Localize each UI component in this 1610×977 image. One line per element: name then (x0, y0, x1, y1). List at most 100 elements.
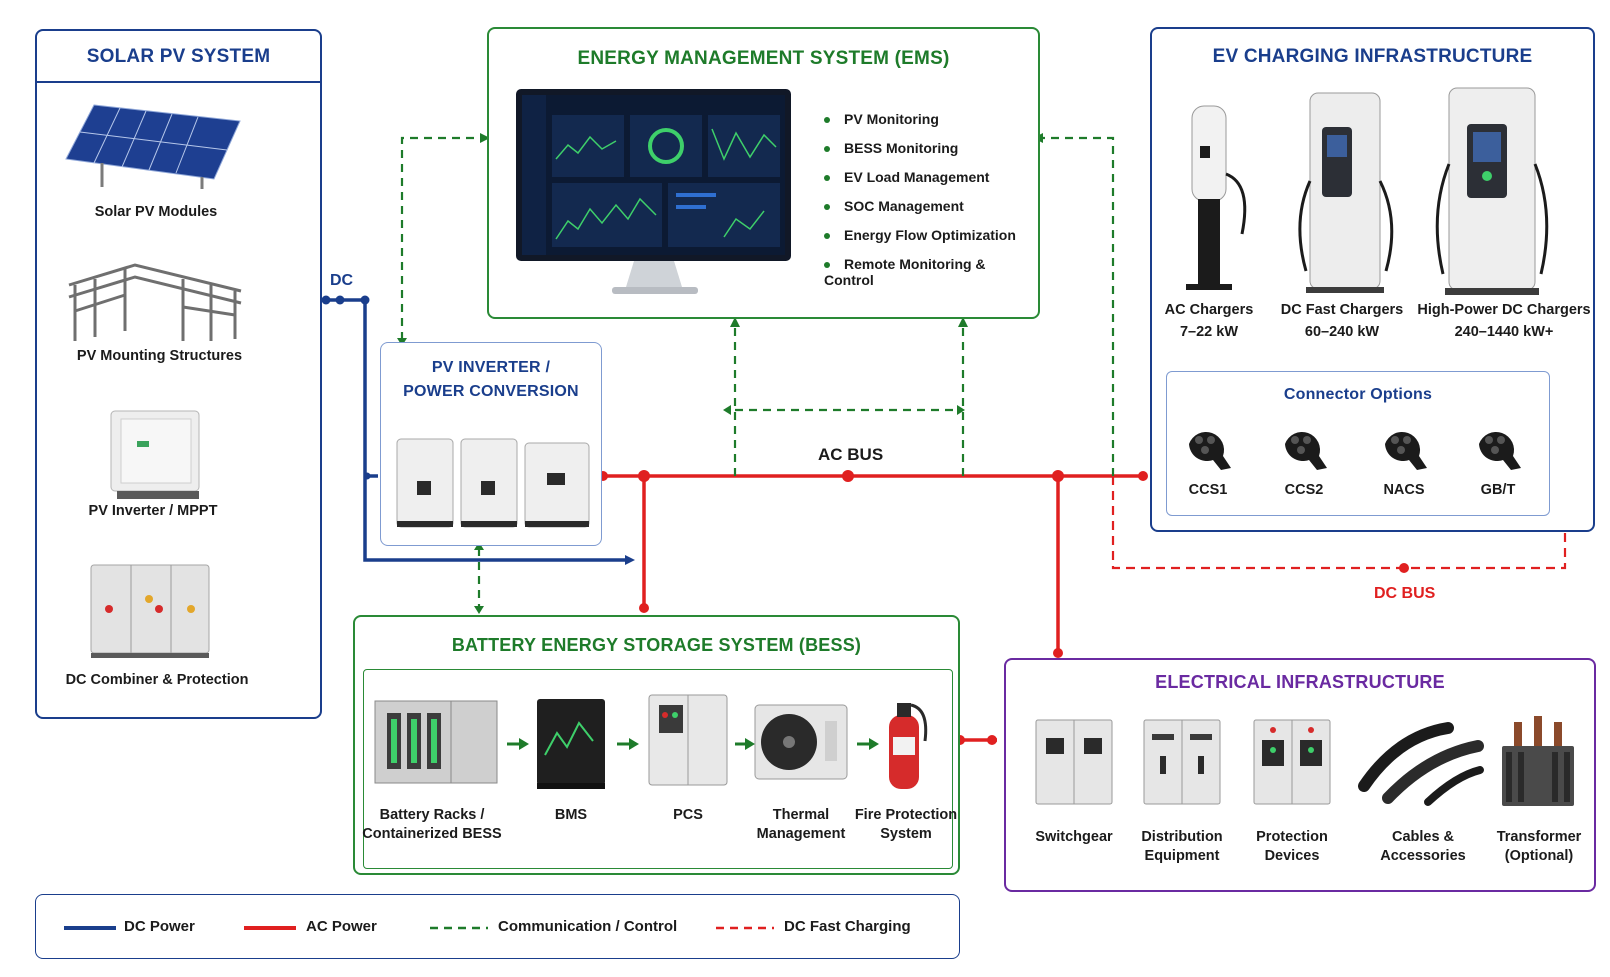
nacs-connector-icon (1385, 431, 1427, 470)
ems-panel: ENERGY MANAGEMENT SYSTEM (EMS) PV Monito… (487, 27, 1040, 319)
electrical-item-label: Switchgear (1035, 829, 1113, 845)
ccs1-connector-icon (1189, 431, 1231, 470)
comm-arrow (723, 405, 731, 415)
ems-feature-label: Remote Monitoring & Control (824, 256, 986, 288)
ems-feature-label: BESS Monitoring (844, 140, 959, 156)
legend-comm-label: Communication / Control (498, 918, 678, 935)
legend-dc-label: DC Power (124, 918, 195, 935)
dc-label: DC (330, 272, 354, 289)
electrical-item-label: Devices (1264, 848, 1320, 864)
legend-dc-fast-line (716, 926, 774, 930)
ac-node (1138, 471, 1148, 481)
dc-bus-node (1399, 563, 1409, 573)
dc-node (363, 472, 371, 480)
fire-extinguisher-icon (889, 703, 928, 789)
comm-arrow (958, 317, 968, 327)
comm-arrow (730, 317, 740, 327)
dc-arrow (625, 555, 635, 565)
dc-bus-label: DC BUS (1374, 585, 1436, 602)
ac-node (639, 603, 649, 613)
ems-feature: Remote Monitoring & Control (824, 256, 1038, 288)
inverter-title-line1: PV INVERTER / (431, 359, 551, 376)
bess-flow-arrows (507, 738, 879, 750)
dc-fast-wires (1111, 375, 1567, 570)
charger-name: DC Fast Chargers (1280, 302, 1404, 318)
dc-node (321, 295, 331, 305)
dc-combiner-icon (90, 564, 210, 658)
connector-label: GB/T (1480, 482, 1516, 498)
bms-icon (537, 699, 605, 789)
bess-item-label: Containerized BESS (362, 826, 502, 842)
connector-options-panel: Connector Options CCS1 CCS2 NACS GB/T (1166, 371, 1550, 516)
bess-item-label: PCS (673, 807, 703, 823)
inverter-icon (110, 410, 200, 499)
ac-node (1053, 648, 1063, 658)
solar-item-label: PV Inverter / MPPT (88, 503, 218, 519)
cables-icon (1358, 722, 1484, 806)
ems-feature: BESS Monitoring (824, 140, 958, 156)
electrical-panel: ELECTRICAL INFRASTRUCTURE Switchgear Dis… (1004, 658, 1596, 892)
bullet-dot (824, 204, 830, 211)
ems-monitor-icon (516, 89, 791, 294)
dc-node (335, 295, 345, 305)
electrical-title: ELECTRICAL INFRASTRUCTURE (1155, 672, 1445, 692)
gbt-connector-icon (1479, 431, 1521, 470)
title-divider (37, 81, 320, 83)
electrical-item-label: Distribution (1141, 829, 1223, 845)
ems-feature: EV Load Management (824, 169, 989, 185)
solar-pv-title: SOLAR PV SYSTEM (86, 46, 271, 67)
electrical-item-label: Accessories (1380, 848, 1466, 864)
ems-feature-label: Energy Flow Optimization (844, 227, 1016, 243)
bess-panel: BATTERY ENERGY STORAGE SYSTEM (BESS) (353, 615, 960, 875)
bess-item-label: BMS (554, 807, 588, 823)
charger-power: 240–1440 kW+ (1454, 324, 1554, 340)
legend-panel: DC Power AC Power Communication / Contro… (35, 894, 960, 959)
ac-node (638, 470, 650, 482)
switchgear-icon (1035, 719, 1113, 805)
high-power-charger-icon (1435, 87, 1549, 295)
ems-feature-label: SOC Management (844, 198, 964, 214)
connector-label: CCS1 (1188, 482, 1228, 498)
bullet-dot (824, 146, 830, 153)
solar-item-label: PV Mounting Structures (76, 348, 243, 364)
pv-inverter-panel: PV INVERTER / POWER CONVERSION (380, 342, 602, 546)
electrical-item-label: Equipment (1144, 848, 1220, 864)
charger-name: High-Power DC Chargers (1417, 302, 1591, 318)
ac-node (842, 470, 854, 482)
electrical-item-label: Protection (1256, 829, 1328, 845)
ac-node (1052, 470, 1064, 482)
connector-options-title: Connector Options (1283, 386, 1433, 403)
inverter-title-line2: POWER CONVERSION (403, 383, 579, 400)
battery-container-icon (374, 700, 498, 784)
ccs2-connector-icon (1285, 431, 1327, 470)
comm-arrow (474, 542, 484, 550)
ems-feature: SOC Management (824, 198, 964, 214)
mounting-structure-icon (68, 263, 242, 341)
bess-item-label: Thermal (772, 807, 830, 823)
comm-arrow (474, 606, 484, 614)
pcs-icon (648, 694, 728, 786)
solar-item-label: Solar PV Modules (94, 204, 218, 220)
bess-item-label: Management (756, 826, 846, 842)
ac-node (987, 735, 997, 745)
charger-power: 60–240 kW (1304, 324, 1380, 340)
charger-power: 7–22 kW (1179, 324, 1239, 340)
bullet-dot (824, 233, 830, 240)
ac-bus-label: AC BUS (818, 445, 884, 464)
protection-devices-icon (1253, 719, 1331, 805)
comm-arrow (957, 405, 965, 415)
bess-item-label: Battery Racks / (379, 807, 485, 823)
bess-item-label: Fire Protection (854, 807, 958, 823)
legend-dc-fast-label: DC Fast Charging (784, 918, 911, 935)
electrical-item-label: (Optional) (1504, 848, 1574, 864)
solar-pv-panel: SOLAR PV SYSTEM Solar PV Modules PV Moun… (35, 29, 322, 719)
connector-label: NACS (1383, 482, 1425, 498)
bullet-dot (824, 175, 830, 182)
solar-module-icon (65, 104, 241, 189)
dc-node (360, 295, 370, 305)
bullet-dot (824, 262, 830, 269)
ems-feature-label: PV Monitoring (844, 111, 939, 127)
ems-title: ENERGY MANAGEMENT SYSTEM (EMS) (577, 48, 950, 69)
ems-feature: Energy Flow Optimization (824, 227, 1016, 243)
